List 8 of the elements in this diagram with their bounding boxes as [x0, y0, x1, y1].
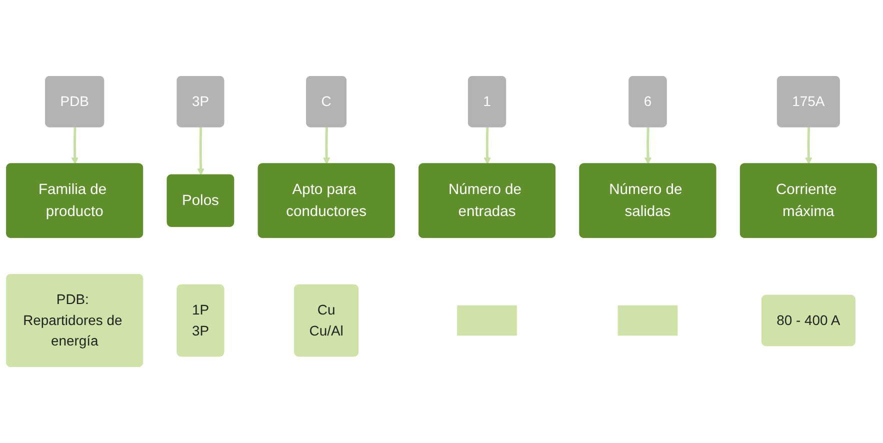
arrow — [644, 127, 652, 164]
arrow — [805, 127, 812, 164]
arrow — [71, 127, 78, 164]
node-box — [618, 305, 678, 336]
arrow — [322, 127, 330, 164]
arrow — [484, 127, 491, 164]
arrow — [197, 127, 204, 176]
node-box — [457, 305, 517, 336]
